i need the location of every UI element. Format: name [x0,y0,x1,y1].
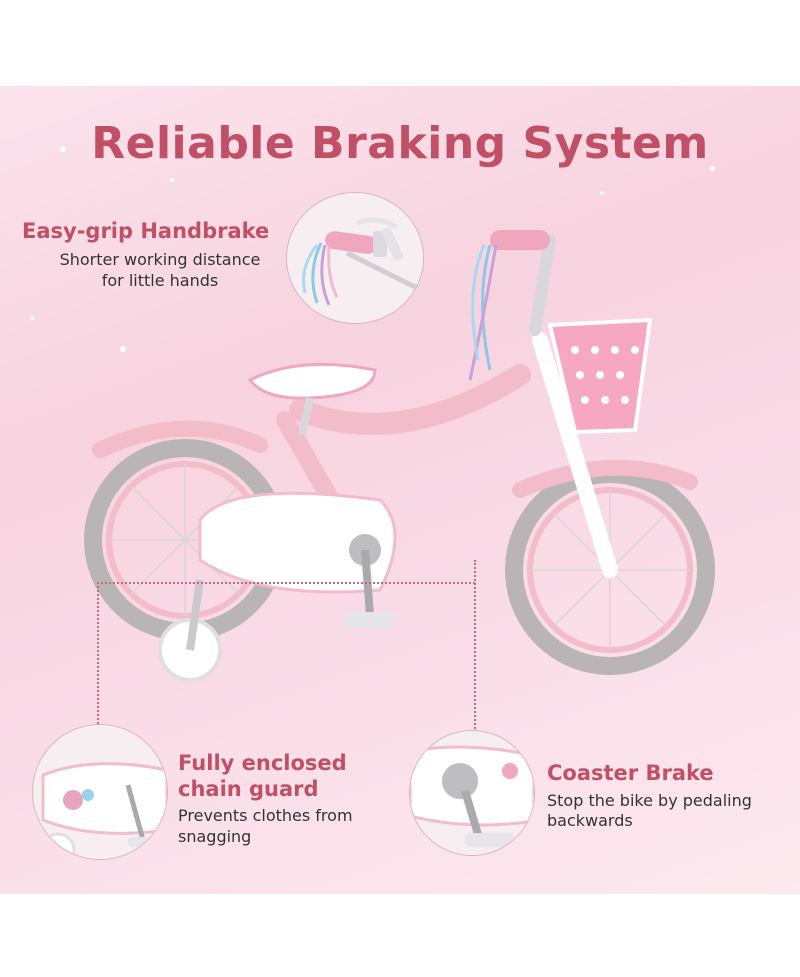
sparkle [710,166,715,171]
chain-guard-desc-line1: Prevents clothes from [178,806,353,825]
sparkle [120,346,126,352]
coaster-brake-closeup-image [409,730,535,856]
sparkle [60,146,66,152]
handbrake-desc-line1: Shorter working distance [59,250,261,269]
coaster-brake-desc-line1: Stop the bike by pedaling [547,791,752,810]
chain-guard-desc-line2: snagging [178,827,252,846]
kids-bike-image [80,220,720,690]
chain-guard-title-line2: chain guard [178,777,319,801]
coaster-brake-desc-line2: backwards [547,811,633,830]
handbrake-title: Easy-grip Handbrake [22,219,270,243]
sparkle [600,191,604,195]
chain-guard-closeup-image [32,724,168,860]
callout-line [97,582,99,724]
chain-guard-title-line1: Fully enclosed [178,751,347,775]
callout-line [474,560,476,732]
callout-line [97,582,475,584]
coaster-brake-title: Coaster Brake [547,761,714,785]
handbrake-desc-line2: for little hands [101,271,219,290]
sparkle [30,316,34,320]
sparkle [170,178,174,182]
handbrake-closeup-image [286,192,424,324]
page-title: Reliable Braking System [91,118,709,169]
